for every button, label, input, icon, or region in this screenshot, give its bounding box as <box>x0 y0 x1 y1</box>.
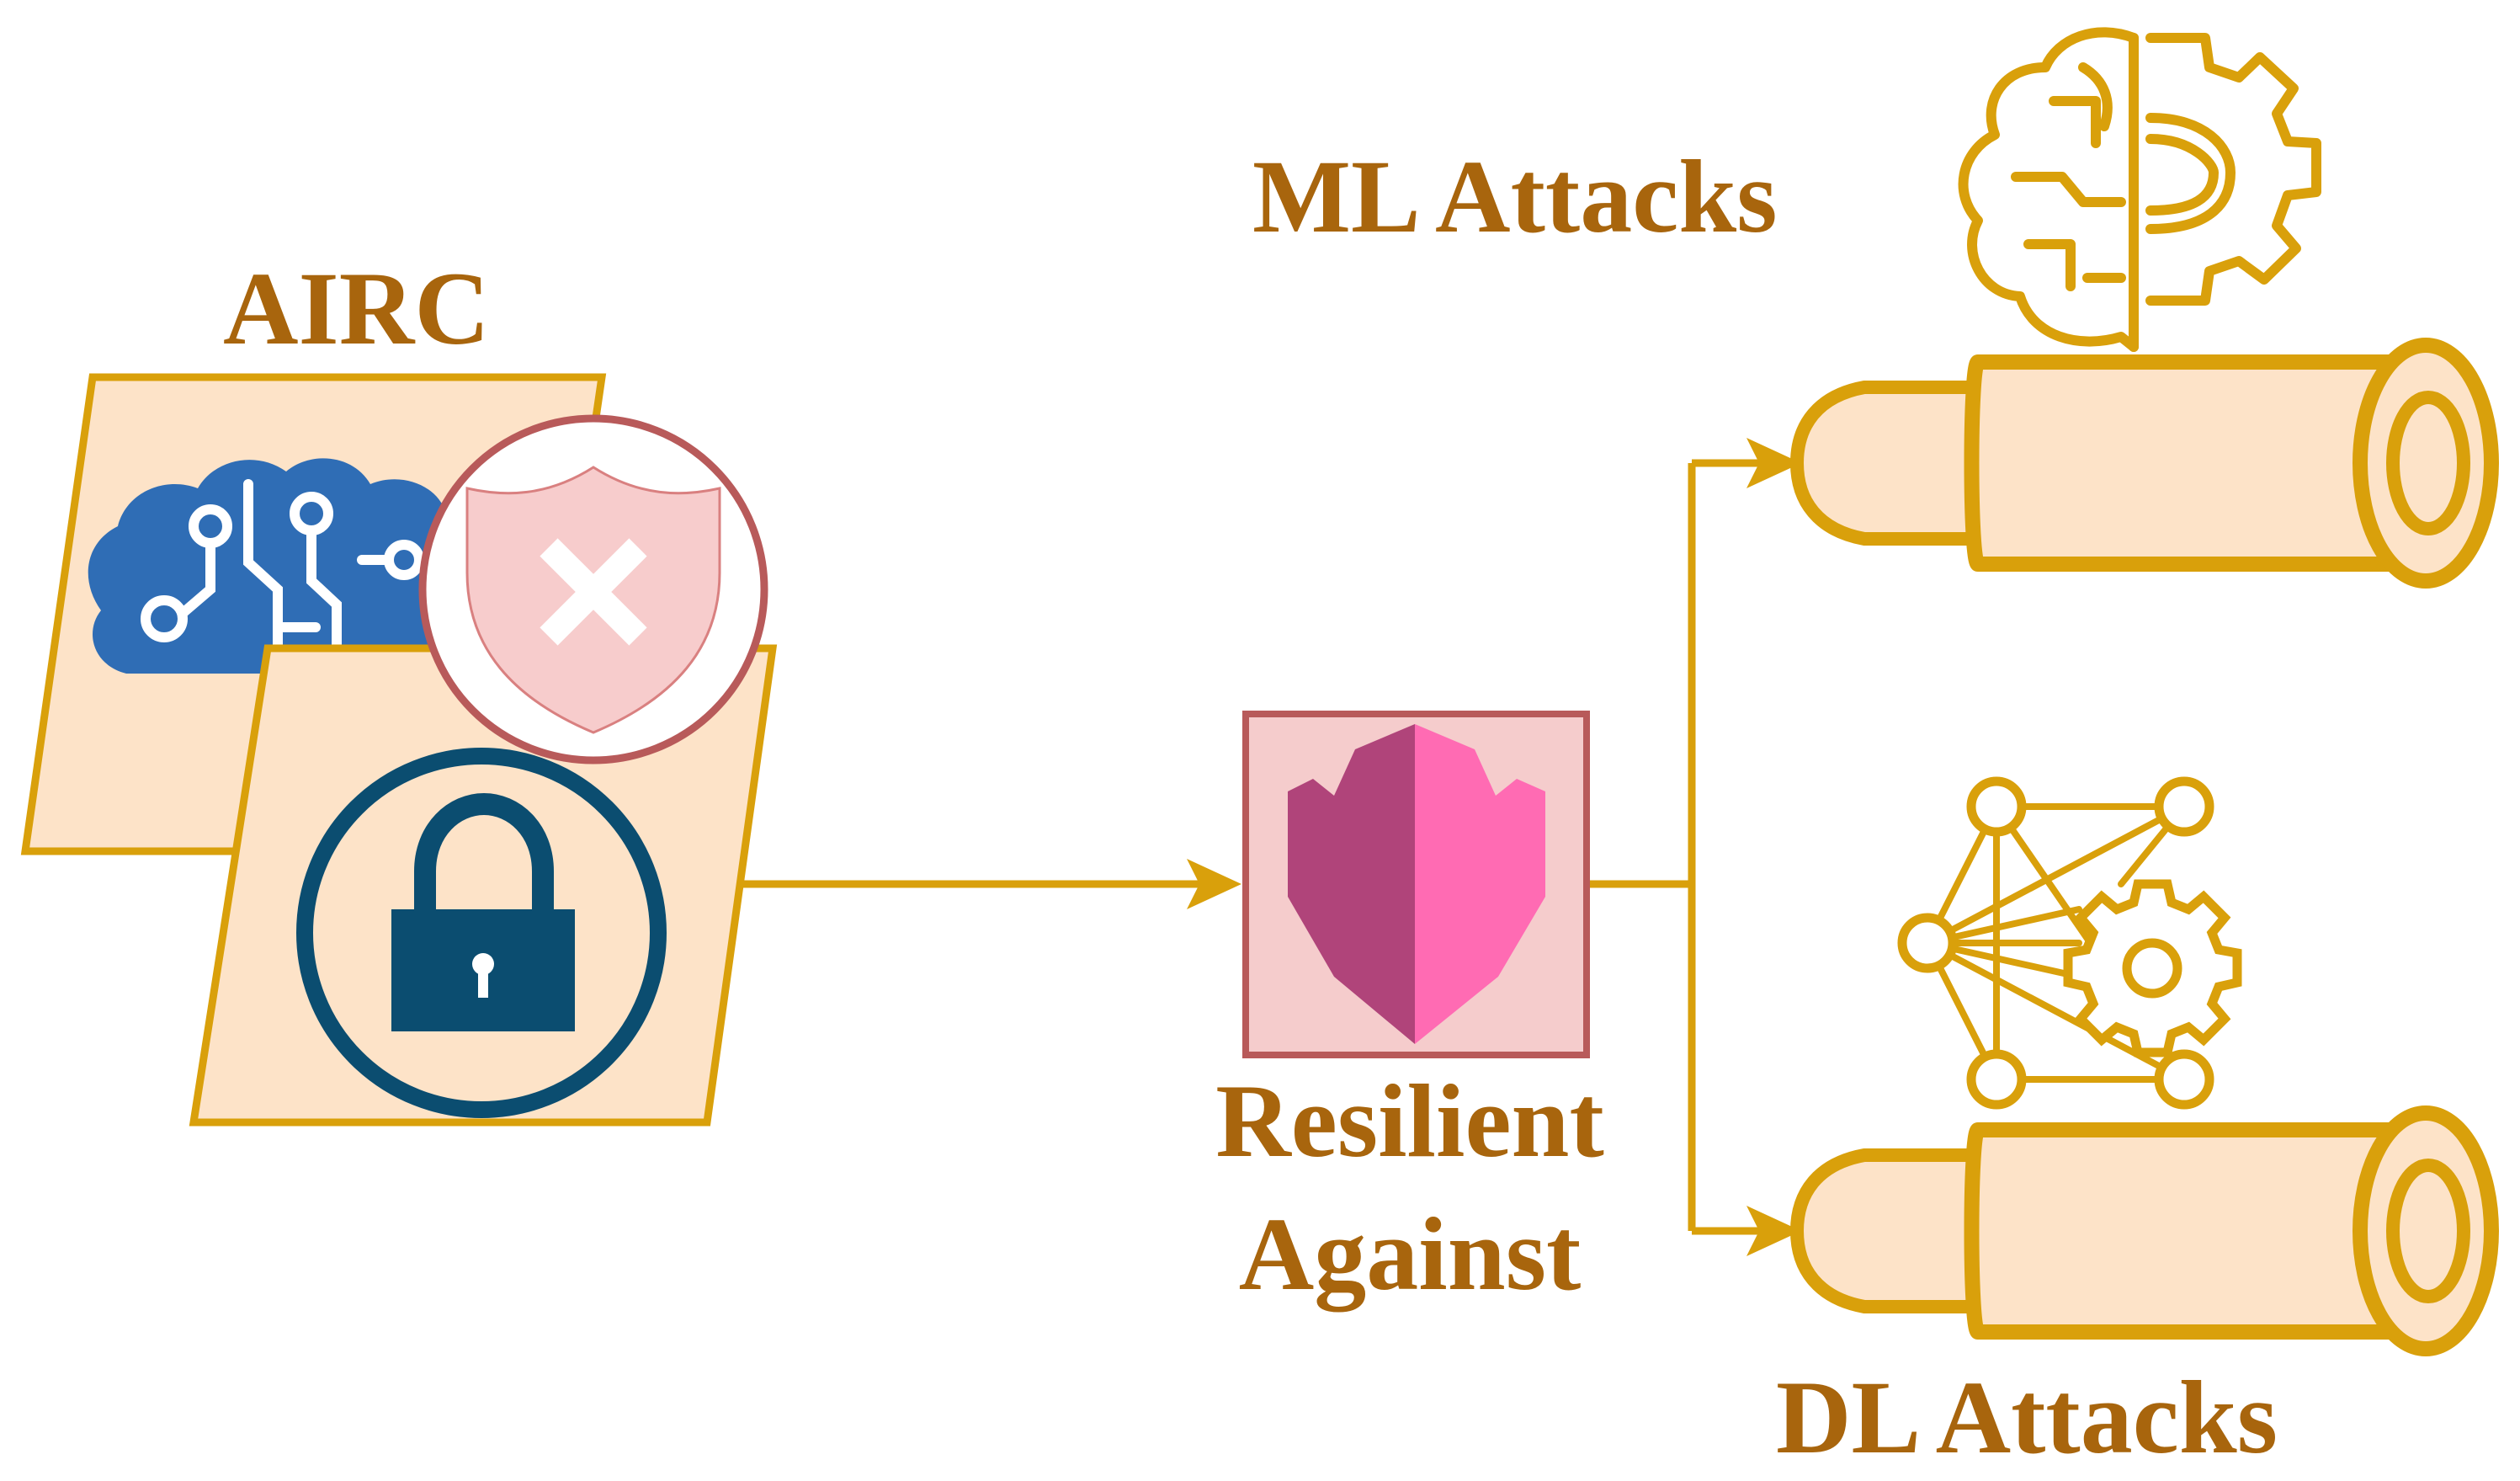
resilient-label-line2: Against <box>1238 1196 1582 1312</box>
network-gear-icon <box>1897 776 2242 1110</box>
connector-branch <box>1587 438 1801 1256</box>
bullet-icon-ml <box>1790 338 2499 589</box>
resilient-shield-icon <box>1242 711 1590 1058</box>
bullet-icon-dl <box>1790 1105 2499 1356</box>
arrow-airc-to-resilient <box>741 859 1241 909</box>
resilient-against-label: Resilient Against <box>1174 1069 1645 1307</box>
padlock-icon <box>296 748 667 1118</box>
brain-circuit-icon <box>88 458 447 674</box>
dl-attacks-label: DL Attacks <box>1776 1360 2278 1475</box>
brain-gear-icon <box>1958 27 2321 352</box>
shield-x-icon <box>418 414 768 764</box>
ml-attacks-label: ML Attacks <box>1252 139 1778 254</box>
airc-label: AIRC <box>223 251 490 366</box>
resilient-label-line1: Resilient <box>1215 1063 1604 1179</box>
